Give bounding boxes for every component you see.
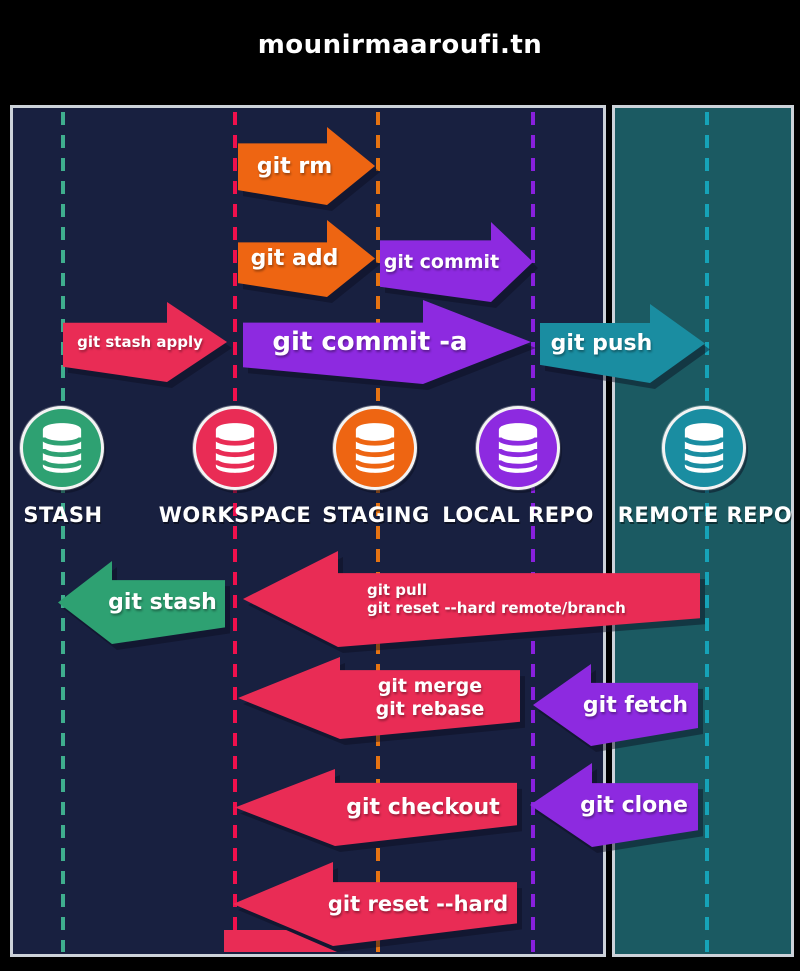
database-icon xyxy=(353,423,397,473)
arrow-label-line2: git reset --hard remote/branch xyxy=(367,599,626,617)
column-label-stash: STASH xyxy=(23,503,103,527)
database-icon xyxy=(40,423,84,473)
arrow-shape: git commit xyxy=(380,222,533,302)
arrow-git-stash-apply: git stash apply xyxy=(63,302,227,382)
arrow-shape: git clone xyxy=(530,763,698,847)
arrow-label: git clone xyxy=(580,792,688,818)
node-local-repo xyxy=(476,406,560,490)
column-label-workspace: WORKSPACE xyxy=(158,503,312,527)
arrow-label: git push xyxy=(550,331,653,356)
arrow-git-add: git add xyxy=(238,220,375,297)
arrow-label: git checkout xyxy=(346,795,500,820)
arrow-shape: git pull git reset --hard remote/branch xyxy=(243,551,700,647)
arrow-label: git reset --hard xyxy=(327,892,509,916)
arrow-git-stash: git stash xyxy=(58,561,225,644)
arrow-git-pull-reset-remote: git pull git reset --hard remote/branch xyxy=(243,551,700,647)
page-title: mounirmaaroufi.tn xyxy=(257,30,543,60)
column-line-staging xyxy=(376,112,380,952)
arrow-git-push: git push xyxy=(540,304,705,383)
arrow-shape: git stash apply xyxy=(63,302,227,382)
column-label-local-repo: LOCAL REPO xyxy=(442,503,594,527)
database-icon xyxy=(496,423,540,473)
arrow-label: git rm xyxy=(256,153,333,179)
column-label-remote-repo: REMOTE REPO xyxy=(617,503,793,527)
arrow-shape: git commit -a xyxy=(243,300,531,384)
column-line-workspace xyxy=(233,112,237,952)
arrow-label: git stash xyxy=(108,590,217,615)
column-line-local-repo xyxy=(531,112,535,952)
arrow-label: git commit -a xyxy=(272,327,468,357)
arrow-label-line1: git merge xyxy=(377,675,483,698)
arrow-shape: git stash xyxy=(58,561,225,644)
node-workspace xyxy=(193,406,277,490)
arrow-git-rm: git rm xyxy=(238,127,375,205)
column-line-stash xyxy=(61,112,65,952)
arrow-git-commit: git commit xyxy=(380,222,533,302)
arrow-git-reset-hard: git reset --hard xyxy=(233,862,517,946)
arrow-label: git fetch xyxy=(582,692,689,718)
node-remote-repo xyxy=(662,406,746,490)
arrow-shape: git fetch xyxy=(533,664,698,746)
column-label-staging: STAGING xyxy=(322,503,430,527)
arrow-label: git stash apply xyxy=(77,333,203,351)
arrow-label-line1: git pull xyxy=(367,581,427,599)
arrow-shape: git merge git rebase xyxy=(238,657,520,739)
arrow-git-merge-rebase: git merge git rebase xyxy=(238,657,520,739)
node-staging xyxy=(333,406,417,490)
arrow-shape: git checkout xyxy=(235,769,517,846)
arrow-git-commit-a: git commit -a xyxy=(243,300,531,384)
database-icon xyxy=(682,423,726,473)
arrow-label: git add xyxy=(250,246,339,271)
arrow-shape: git push xyxy=(540,304,705,383)
node-stash xyxy=(20,406,104,490)
arrow-shape: git rm xyxy=(238,127,375,205)
arrow-git-clone: git clone xyxy=(530,763,698,847)
arrow-label-line2: git rebase xyxy=(375,698,485,720)
column-line-remote-repo xyxy=(705,112,709,952)
arrow-git-checkout: git checkout xyxy=(235,769,517,846)
arrow-label: git commit xyxy=(383,251,500,273)
arrow-shape: git add xyxy=(238,220,375,297)
arrow-git-fetch: git fetch xyxy=(533,664,698,746)
database-icon xyxy=(213,423,257,473)
